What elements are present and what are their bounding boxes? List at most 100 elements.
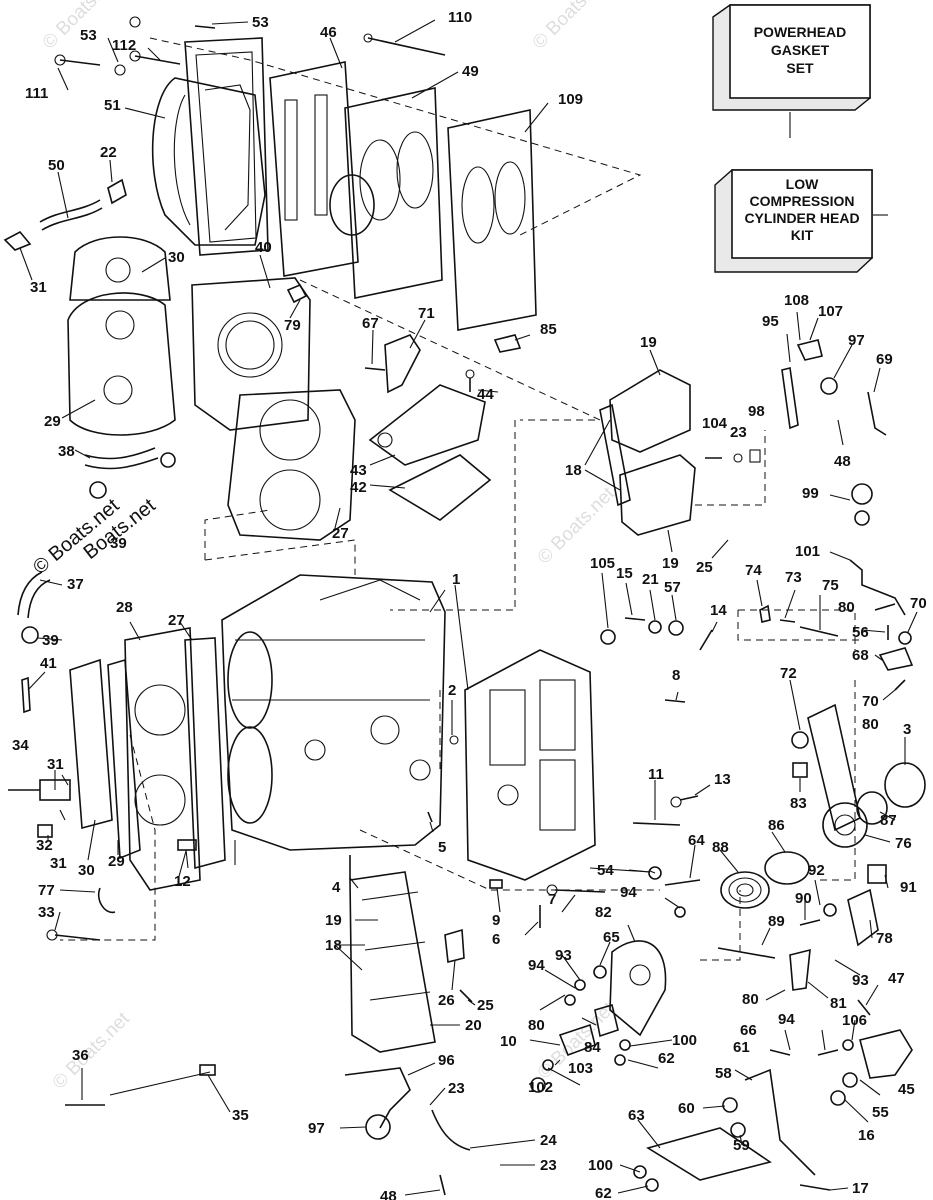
part-number-23: 23: [540, 1157, 557, 1174]
nuts-105-21-57-15: [600, 617, 684, 645]
part-number-41: 41: [40, 655, 57, 672]
ring-86: [764, 851, 810, 885]
part-number-71: 71: [418, 305, 435, 322]
screw-44: [465, 369, 475, 392]
part-number-108: 108: [784, 292, 809, 309]
part-number-64: 64: [688, 832, 705, 849]
part-number-36: 36: [72, 1047, 89, 1064]
part-number-98: 98: [748, 403, 765, 420]
part-number-95: 95: [762, 313, 779, 330]
box-line-2: COMPRESSION: [749, 193, 854, 209]
screws-53-111-112: [54, 16, 216, 76]
lever-81-92-90-91-78: [789, 864, 887, 991]
part-number-100: 100: [672, 1032, 697, 1049]
assembly-dashed-lines: [60, 37, 860, 961]
head-gasket-27-upper: [227, 389, 356, 541]
part-number-67: 67: [362, 315, 379, 332]
part-number-70: 70: [910, 595, 927, 612]
cylinder-head-cover-28: [124, 627, 201, 891]
exhaust-cover-51: [151, 77, 266, 246]
reed-block-20: [349, 871, 436, 1053]
part-number-60: 60: [678, 1100, 695, 1117]
part-number-19: 19: [640, 334, 657, 351]
part-number-37: 37: [67, 576, 84, 593]
part-number-31: 31: [50, 855, 67, 872]
part-number-14: 14: [710, 602, 727, 619]
part-number-97: 97: [848, 332, 865, 349]
box-line-3: SET: [786, 60, 814, 76]
fitting-22: [107, 178, 127, 205]
inner-exhaust-plate: [329, 87, 443, 299]
reed-plate-18: [599, 403, 631, 507]
part-number-18: 18: [325, 937, 342, 954]
part-number-87: 87: [880, 812, 897, 829]
reed-plate-19-lower: [619, 454, 696, 536]
nozzle-99: [851, 483, 873, 526]
part-number-29: 29: [108, 853, 125, 870]
part-number-68: 68: [852, 647, 869, 664]
part-number-93: 93: [852, 972, 869, 989]
clip-26: [444, 928, 465, 963]
powerhead-gasket-set-box: POWERHEAD GASKET SET: [712, 4, 871, 138]
reed-plate-19-upper: [609, 369, 691, 453]
part-number-73: 73: [785, 569, 802, 586]
part-number-21: 21: [642, 571, 659, 588]
throttle-arm-76: [807, 703, 868, 848]
box-line-4: KIT: [791, 227, 814, 243]
part-number-112: 112: [112, 37, 136, 54]
part-number-97: 97: [308, 1120, 325, 1137]
part-number-18: 18: [565, 462, 582, 479]
clip-79: [286, 283, 308, 304]
part-number-19: 19: [662, 555, 679, 572]
links-68-56-70-80: [874, 603, 914, 691]
sleeve-12: [177, 839, 197, 851]
part-number-24: 24: [540, 1132, 557, 1149]
part-number-93: 93: [555, 947, 572, 964]
watermark-bottom-left: © Boats.net: [49, 1008, 135, 1094]
part-number-80: 80: [838, 599, 855, 616]
part-number-25: 25: [696, 559, 713, 576]
part-number-48: 48: [380, 1188, 397, 1200]
part-number-38: 38: [58, 443, 75, 460]
part-number-4: 4: [332, 879, 341, 896]
part-number-104: 104: [702, 415, 728, 432]
part-number-111: 111: [25, 85, 48, 102]
part-number-25: 25: [477, 997, 494, 1014]
head-gasket-27-lower: [184, 637, 226, 870]
part-number-100: 100: [588, 1157, 613, 1174]
part-number-80: 80: [862, 716, 879, 733]
part-number-53: 53: [252, 14, 269, 31]
part-number-2: 2: [448, 682, 456, 699]
low-compression-kit-box: LOW COMPRESSION CYLINDER HEAD KIT: [714, 169, 888, 273]
part-number-79: 79: [284, 317, 301, 334]
pin-2: [449, 735, 459, 745]
part-number-45: 45: [898, 1081, 915, 1098]
screws-104-23-98: [705, 449, 761, 463]
screw-14: [699, 629, 713, 651]
part-number-103: 103: [568, 1060, 593, 1077]
part-number-1: 1: [452, 571, 460, 588]
part-number-27: 27: [332, 525, 349, 542]
part-number-22: 22: [100, 144, 117, 161]
part-number-92: 92: [808, 862, 825, 879]
part-number-55: 55: [872, 1104, 889, 1121]
screws-73-74-75: [759, 604, 839, 637]
part-number-29: 29: [44, 413, 61, 430]
part-number-106: 106: [842, 1012, 867, 1029]
part-number-77: 77: [38, 882, 55, 899]
part-number-84: 84: [584, 1039, 601, 1056]
bushing-83: [792, 762, 808, 778]
part-number-57: 57: [664, 579, 681, 596]
clip-85: [493, 334, 522, 353]
part-number-31: 31: [30, 279, 47, 296]
part-number-94: 94: [620, 884, 637, 901]
cover-plate-71: [368, 334, 486, 466]
bolts-11-8-13: [632, 699, 699, 826]
fitting-84-10-103-102: [530, 1003, 631, 1093]
part-number-94: 94: [778, 1011, 795, 1028]
screw-25-lower: [459, 989, 473, 1003]
part-number-34: 34: [12, 737, 29, 754]
part-number-20: 20: [465, 1017, 482, 1034]
part-number-56: 56: [852, 624, 869, 641]
